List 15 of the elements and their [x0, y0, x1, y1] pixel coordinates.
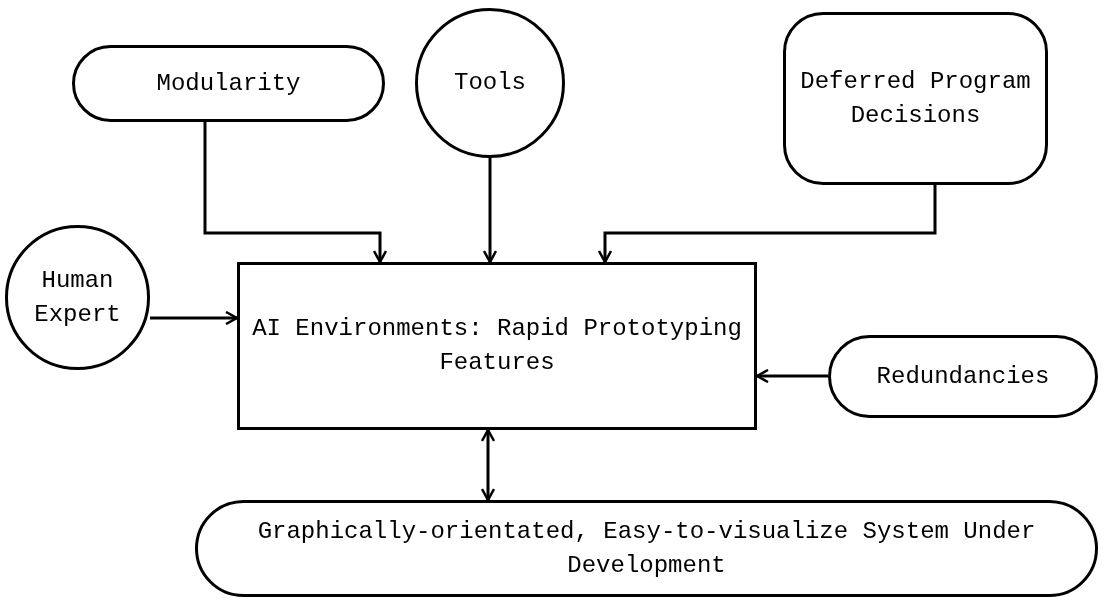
arrow [755, 368, 828, 384]
node-label: Modularity [156, 68, 301, 99]
arrow [150, 310, 239, 326]
node-label: Tools [454, 68, 526, 99]
process-box [237, 262, 757, 430]
node-label: AI Environments: Rapid Prototyping Features [252, 314, 742, 378]
node-label: Deferred Program Decisions [799, 66, 1032, 131]
rounded-box [783, 12, 1048, 185]
arrow [480, 428, 496, 502]
node-label: Human Expert [33, 265, 122, 330]
node-label: Redundancies [876, 361, 1050, 392]
node-label: Graphically-orientated, Easy-to-visualize System Under Development [256, 516, 1037, 581]
arrow [597, 185, 937, 264]
arrow [482, 158, 498, 264]
arrow [203, 122, 388, 264]
